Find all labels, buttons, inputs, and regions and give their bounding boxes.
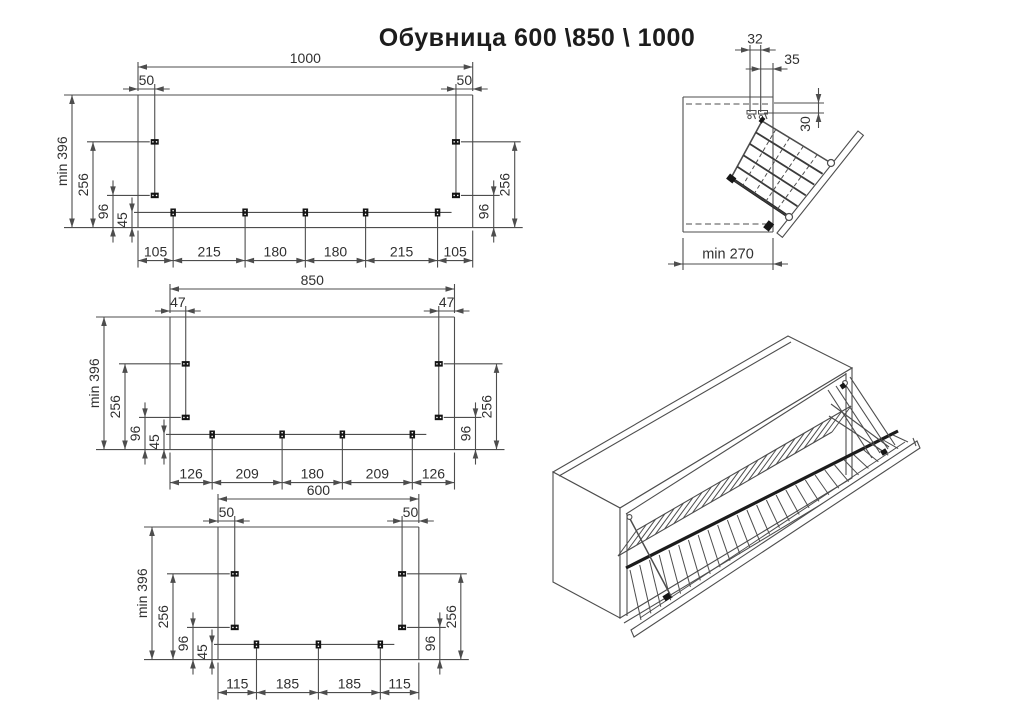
svg-text:209: 209 [235,466,259,482]
svg-text:96: 96 [422,635,438,651]
svg-text:126: 126 [422,466,446,482]
svg-text:105: 105 [443,244,467,260]
svg-text:50: 50 [457,72,473,88]
svg-text:45: 45 [194,644,210,660]
svg-text:126: 126 [179,466,203,482]
svg-text:47: 47 [439,294,455,310]
svg-text:209: 209 [366,466,390,482]
svg-text:180: 180 [324,244,348,260]
side-view: 32 35 30 min 270 [668,31,865,270]
svg-text:min 396: min 396 [86,358,102,408]
svg-text:256: 256 [443,605,459,629]
svg-text:185: 185 [338,676,362,692]
svg-text:35: 35 [784,51,800,67]
svg-text:215: 215 [197,244,221,260]
svg-text:96: 96 [457,425,473,441]
svg-text:215: 215 [390,244,414,260]
drawing-title: Обувница 600 \850 \ 1000 [378,24,696,52]
svg-text:50: 50 [403,504,419,520]
svg-text:47: 47 [170,294,186,310]
svg-text:96: 96 [476,203,492,219]
svg-text:30: 30 [797,116,813,132]
isometric-view [551,335,921,638]
svg-text:185: 185 [276,676,300,692]
svg-text:105: 105 [144,244,168,260]
svg-text:1000: 1000 [290,50,321,66]
svg-text:850: 850 [301,272,325,288]
svg-text:256: 256 [107,395,123,419]
svg-text:32: 32 [747,31,763,47]
svg-text:180: 180 [264,244,288,260]
svg-text:256: 256 [478,395,494,419]
svg-text:96: 96 [127,425,143,441]
svg-text:min 270: min 270 [702,247,754,263]
svg-text:45: 45 [146,434,162,450]
svg-text:256: 256 [75,173,91,197]
svg-text:180: 180 [301,466,325,482]
svg-text:min 396: min 396 [134,568,150,618]
svg-text:50: 50 [139,72,155,88]
svg-text:256: 256 [155,605,171,629]
svg-text:45: 45 [114,212,130,228]
svg-text:256: 256 [497,173,513,197]
svg-text:50: 50 [219,504,235,520]
svg-text:min 396: min 396 [54,136,70,186]
svg-text:115: 115 [388,676,411,692]
svg-text:96: 96 [95,203,111,219]
svg-text:600: 600 [307,482,331,498]
svg-text:96: 96 [175,635,191,651]
svg-text:115: 115 [226,676,249,692]
